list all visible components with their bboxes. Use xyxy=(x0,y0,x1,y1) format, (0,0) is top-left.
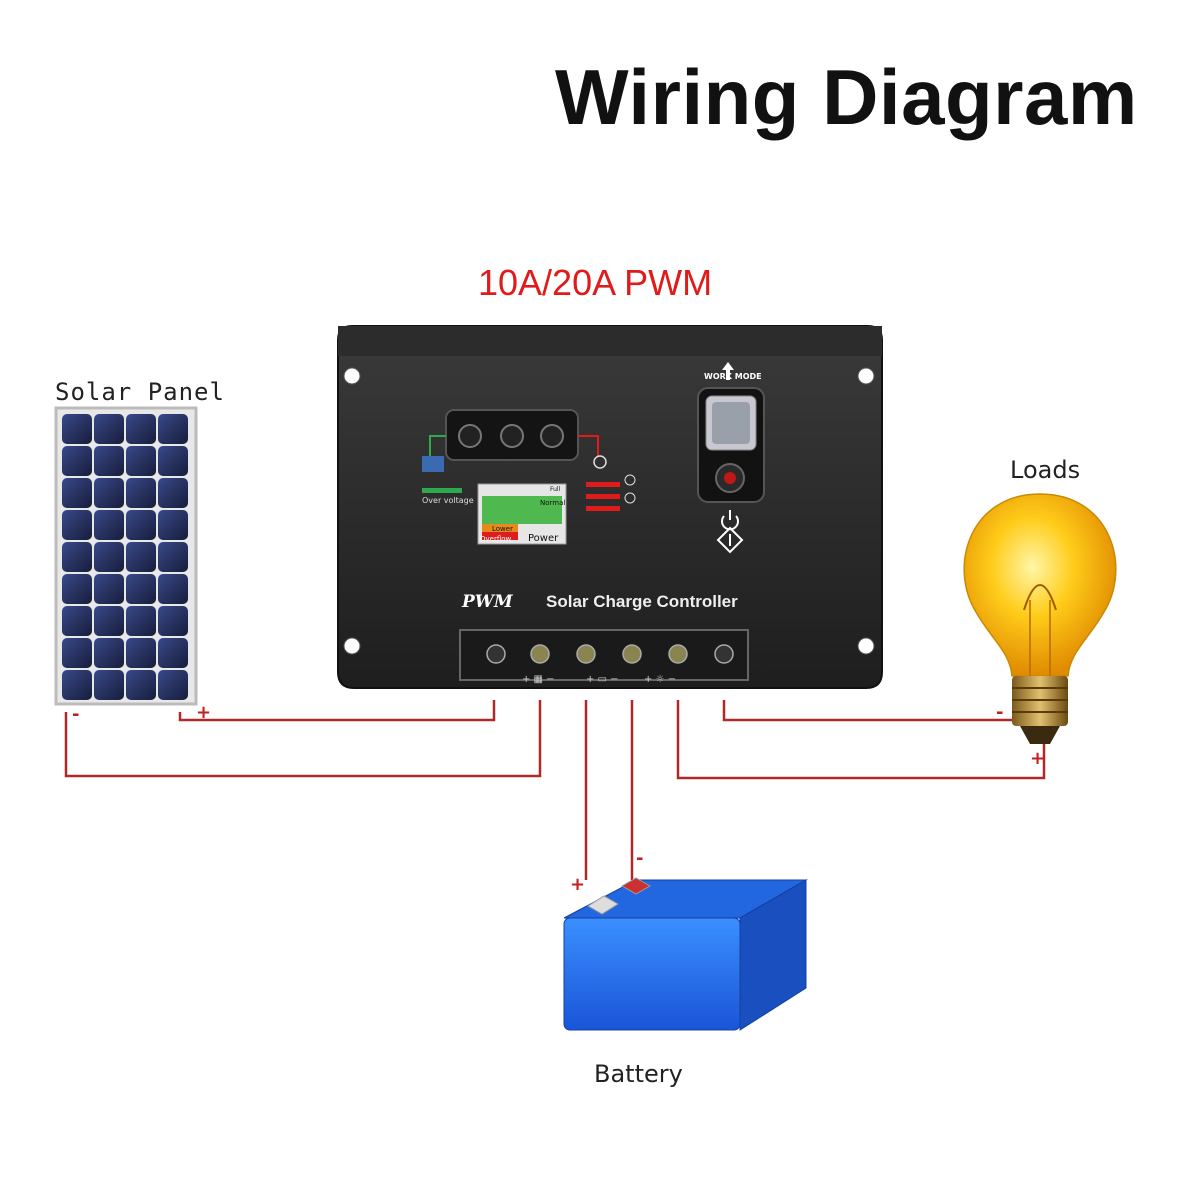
solar-cell xyxy=(126,542,156,572)
light-bulb xyxy=(963,493,1117,744)
mount-hole xyxy=(857,637,875,655)
battery-image xyxy=(563,877,808,1031)
terminal-screw xyxy=(622,644,642,664)
terminal-battery-icon: + ▭ − xyxy=(586,674,619,685)
led-indicator xyxy=(458,424,482,448)
solar-cell xyxy=(62,414,92,444)
solar-cell xyxy=(126,414,156,444)
solar-cell xyxy=(126,670,156,700)
pwm-badge: PWM xyxy=(461,592,514,612)
full-text: Full xyxy=(550,486,561,493)
solar-cell xyxy=(94,606,124,636)
wire-panel-positive xyxy=(178,700,496,722)
solar-cell xyxy=(158,574,188,604)
solar-cell xyxy=(94,542,124,572)
solar-cell xyxy=(62,510,92,540)
charge-controller: Over voltage Normal Lower Overflow Power… xyxy=(337,325,883,689)
solar-cell xyxy=(94,670,124,700)
panel-positive-sign: + xyxy=(196,702,212,723)
solar-cell xyxy=(158,542,188,572)
solar-cell xyxy=(158,510,188,540)
lower-text: Lower xyxy=(492,525,513,533)
wire-panel-negative xyxy=(64,700,542,778)
solar-cell xyxy=(126,638,156,668)
bulb-mini-icon xyxy=(624,492,636,504)
led-indicator xyxy=(540,424,564,448)
controller-model-label: 10A/20A PWM xyxy=(478,262,713,303)
led-indicator xyxy=(500,424,524,448)
solar-cell xyxy=(126,510,156,540)
solar-cell xyxy=(94,478,124,508)
solar-cell xyxy=(62,606,92,636)
terminal-screw xyxy=(576,644,596,664)
terminal-screw xyxy=(486,644,506,664)
bulb-mini-icon xyxy=(624,474,636,486)
solar-cell xyxy=(94,510,124,540)
controller-name: Solar Charge Controller xyxy=(546,592,738,611)
battery-positive-sign: + xyxy=(570,874,586,895)
wire-load-negative xyxy=(722,700,1024,722)
battery-terminal-positive xyxy=(587,895,619,915)
solar-cell xyxy=(126,606,156,636)
mode-icon xyxy=(716,526,744,554)
solar-cell xyxy=(62,574,92,604)
terminal-screw xyxy=(714,644,734,664)
solar-cell xyxy=(94,446,124,476)
terminal-solar-icon: + ▦ − xyxy=(522,674,555,685)
mount-hole xyxy=(857,367,875,385)
panel-mini-icon xyxy=(422,456,444,472)
solar-cell xyxy=(94,638,124,668)
up-arrow-icon xyxy=(722,362,734,380)
terminal-screw xyxy=(668,644,688,664)
mount-hole xyxy=(343,367,361,385)
solar-cell xyxy=(62,542,92,572)
solar-cell xyxy=(94,414,124,444)
loads-label: Loads xyxy=(1010,456,1081,484)
battery-negative-sign: - xyxy=(636,848,644,869)
over-voltage-text: Over voltage xyxy=(422,496,474,505)
solar-cell xyxy=(158,638,188,668)
solar-cell xyxy=(62,478,92,508)
terminal-load-icon: + ☼ − xyxy=(644,674,676,685)
solar-cell xyxy=(126,574,156,604)
wires xyxy=(64,700,1046,880)
battery-label: Battery xyxy=(594,1060,683,1088)
solar-cell xyxy=(62,670,92,700)
solar-cell xyxy=(126,478,156,508)
solar-cell xyxy=(94,574,124,604)
solar-cell xyxy=(158,606,188,636)
solar-cell xyxy=(158,446,188,476)
solar-panel-label: Solar Panel xyxy=(55,378,225,406)
solar-panel xyxy=(54,406,198,706)
battery-terminal-negative xyxy=(620,877,652,895)
bulb-mini-icon xyxy=(593,455,607,469)
terminal-block xyxy=(486,644,734,664)
overflow-text: Overflow xyxy=(480,535,512,543)
solar-cell xyxy=(158,478,188,508)
load-positive-sign: + xyxy=(1030,748,1046,769)
solar-cell xyxy=(158,670,188,700)
load-negative-sign: - xyxy=(996,702,1004,723)
normal-text: Normal xyxy=(540,499,565,507)
wire-load-positive xyxy=(676,700,1046,780)
diagram-title: Wiring Diagram xyxy=(555,53,1138,141)
panel-negative-sign: - xyxy=(72,704,80,725)
terminal-screw xyxy=(530,644,550,664)
solar-cell xyxy=(62,446,92,476)
mount-hole xyxy=(343,637,361,655)
solar-cell xyxy=(62,638,92,668)
power-text: Power xyxy=(528,533,559,544)
power-led xyxy=(724,472,736,484)
solar-cell xyxy=(158,414,188,444)
solar-cell xyxy=(126,446,156,476)
work-mode-text: WORK MODE xyxy=(704,372,762,381)
